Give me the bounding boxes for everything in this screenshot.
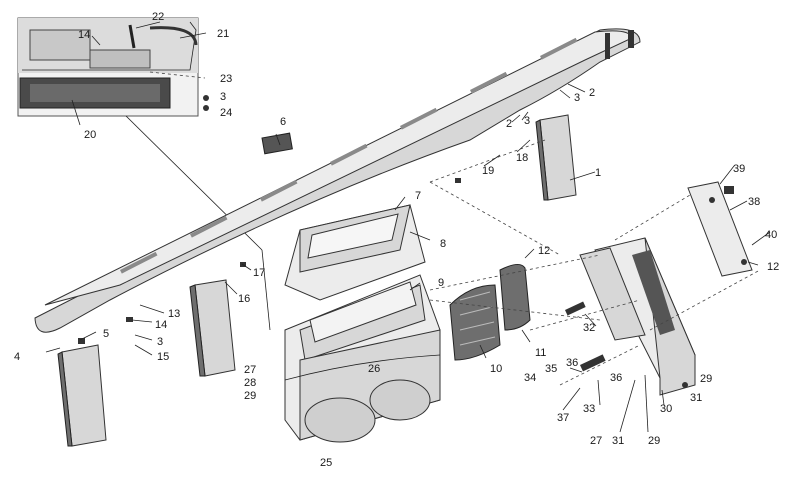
label-28: 28 — [244, 377, 256, 389]
label-19: 19 — [482, 165, 494, 177]
label-18: 18 — [516, 152, 528, 164]
label-26: 26 — [368, 363, 380, 375]
label-23: 23 — [220, 73, 232, 85]
label-14: 14 — [155, 319, 167, 331]
label-29c: 29 — [700, 373, 712, 385]
main-beam — [34, 28, 641, 333]
label-16: 16 — [238, 293, 250, 305]
inset-detail — [17, 17, 199, 117]
label-24: 24 — [220, 107, 232, 119]
label-12: 12 — [538, 245, 550, 257]
label-2b: 2 — [506, 118, 512, 130]
leader-lines — [45, 21, 771, 433]
label-4: 4 — [14, 351, 20, 363]
label-25: 25 — [320, 457, 332, 469]
label-10: 10 — [490, 363, 502, 375]
plate-38 — [687, 181, 753, 277]
assembly-lines — [149, 71, 761, 386]
label-32: 32 — [583, 322, 595, 334]
label-17: 17 — [253, 267, 265, 279]
label-12b: 12 — [767, 261, 779, 273]
support-legs — [57, 114, 577, 447]
label-6: 6 — [280, 116, 286, 128]
label-20: 20 — [84, 129, 96, 141]
label-3d: 3 — [220, 91, 226, 103]
label-38: 38 — [748, 196, 760, 208]
label-31b: 31 — [690, 392, 702, 404]
label-22: 22 — [152, 11, 164, 23]
label-30: 30 — [660, 403, 672, 415]
label-5: 5 — [103, 328, 109, 340]
label-35: 35 — [545, 363, 557, 375]
label-29b: 29 — [648, 435, 660, 447]
label-8: 8 — [440, 238, 446, 250]
label-29: 29 — [244, 390, 256, 402]
label-9: 9 — [438, 277, 444, 289]
callout-labels: 1 2 3 2 3 4 5 6 7 8 9 10 11 12 12 13 14 … — [14, 11, 779, 469]
label-36b: 36 — [610, 372, 622, 384]
upper-duct — [284, 204, 426, 301]
label-27b: 27 — [590, 435, 602, 447]
right-housing — [579, 237, 696, 396]
label-33: 33 — [583, 403, 595, 415]
label-13: 13 — [168, 308, 180, 320]
label-2: 2 — [589, 87, 595, 99]
label-21: 21 — [217, 28, 229, 40]
label-31: 31 — [612, 435, 624, 447]
label-7: 7 — [415, 190, 421, 202]
label-3: 3 — [574, 92, 580, 104]
label-1: 1 — [595, 167, 601, 179]
bellows-and-seal — [449, 264, 531, 361]
label-15: 15 — [157, 351, 169, 363]
label-27: 27 — [244, 364, 256, 376]
label-37: 37 — [557, 412, 569, 424]
label-40: 40 — [765, 229, 777, 241]
label-36: 36 — [566, 357, 578, 369]
label-11: 11 — [535, 347, 546, 359]
lower-housing — [284, 274, 441, 443]
label-34: 34 — [524, 372, 536, 384]
label-14b: 14 — [78, 29, 90, 41]
part-6-bracket — [261, 132, 293, 155]
label-39: 39 — [733, 163, 745, 175]
label-3b: 3 — [524, 115, 530, 127]
label-3c: 3 — [157, 336, 163, 348]
